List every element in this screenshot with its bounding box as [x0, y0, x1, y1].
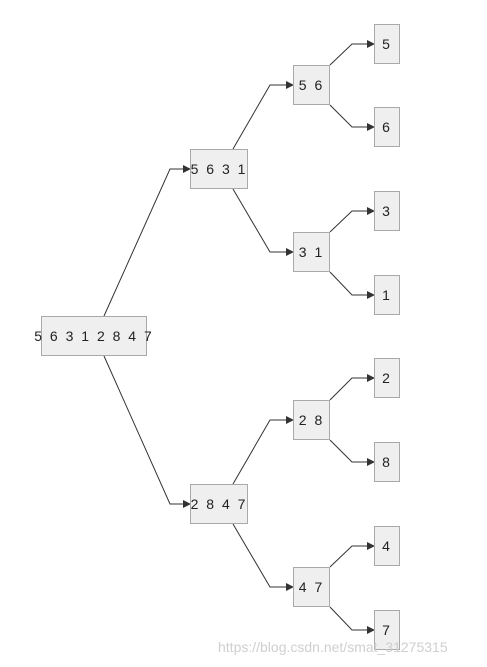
edge-left-leftright — [232, 188, 294, 256]
leaf-1: 1 — [374, 275, 400, 315]
edge-right-rightleft — [232, 416, 294, 485]
edge-56-5 — [329, 40, 375, 66]
leaf-3: 3 — [374, 191, 400, 231]
watermark-text: https://blog.csdn.net/smat_31275315 — [218, 639, 448, 655]
leaf-4: 4 — [374, 526, 400, 566]
edge-31-3 — [329, 207, 375, 233]
node-right-left: 2 8 — [293, 400, 330, 440]
leaf-8: 8 — [374, 442, 400, 482]
node-left-left: 5 6 — [293, 65, 330, 105]
node-right-right: 4 7 — [293, 567, 330, 607]
edge-28-8 — [329, 439, 375, 466]
edge-root-right — [103, 355, 191, 508]
edge-28-2 — [329, 374, 375, 401]
leaf-2: 2 — [374, 358, 400, 398]
leaf-6: 6 — [374, 107, 400, 147]
edge-47-7 — [329, 606, 375, 634]
edge-56-6 — [329, 104, 375, 131]
node-root: 5 6 3 1 2 8 4 7 — [34, 316, 152, 356]
node-left-right: 3 1 — [293, 232, 330, 272]
node-left: 5 6 3 1 — [190, 149, 248, 189]
node-right: 2 8 4 7 — [190, 484, 248, 524]
edge-left-leftleft — [232, 81, 294, 150]
edge-31-1 — [329, 271, 375, 299]
edge-47-4 — [329, 542, 375, 568]
edge-root-left — [103, 165, 191, 317]
leaf-5: 5 — [374, 24, 400, 64]
edge-right-rightright — [232, 523, 294, 591]
leaf-7: 7 — [374, 610, 400, 650]
